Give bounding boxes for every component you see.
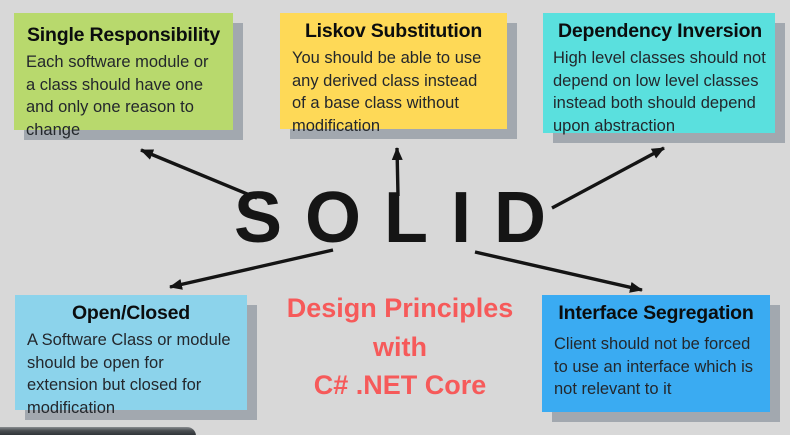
subtitle-line: C# .NET Core bbox=[313, 370, 487, 400]
principle-description: Each software module or a class should h… bbox=[26, 53, 209, 139]
principle-description: You should be able to use any derived cl… bbox=[292, 49, 482, 135]
subtitle-line: with bbox=[373, 331, 427, 362]
principle-title: Single Responsibility bbox=[27, 24, 220, 46]
principle-card-single-responsibility: Single Responsibility Each software modu… bbox=[14, 13, 233, 139]
solid-acronym: SOLID bbox=[233, 178, 569, 258]
principle-description: High level classes should not depend on … bbox=[553, 49, 766, 135]
principle-title: Open/Closed bbox=[71, 302, 191, 324]
principle-title: Liskov Substitution bbox=[304, 20, 483, 42]
principle-card-open-closed: Open/Closed A Software Class or module s… bbox=[15, 295, 247, 417]
principle-card-interface-segregation: Interface Segregation Client should not … bbox=[542, 295, 770, 412]
principle-description: A Software Class or module should be ope… bbox=[27, 331, 231, 417]
principle-title: Dependency Inversion bbox=[557, 20, 763, 42]
principle-description: Client should not be forced to use an in… bbox=[554, 335, 754, 398]
principle-title: Interface Segregation bbox=[558, 302, 754, 324]
principle-card-liskov-substitution: Liskov Substitution You should be able t… bbox=[280, 13, 507, 135]
diagram-subtitle: Design Principles with C# .NET Core bbox=[270, 289, 530, 405]
subtitle-line: Design Principles bbox=[286, 293, 514, 323]
cropped-toolbar-edge bbox=[0, 427, 196, 435]
principle-card-dependency-inversion: Dependency Inversion High level classes … bbox=[543, 13, 775, 135]
